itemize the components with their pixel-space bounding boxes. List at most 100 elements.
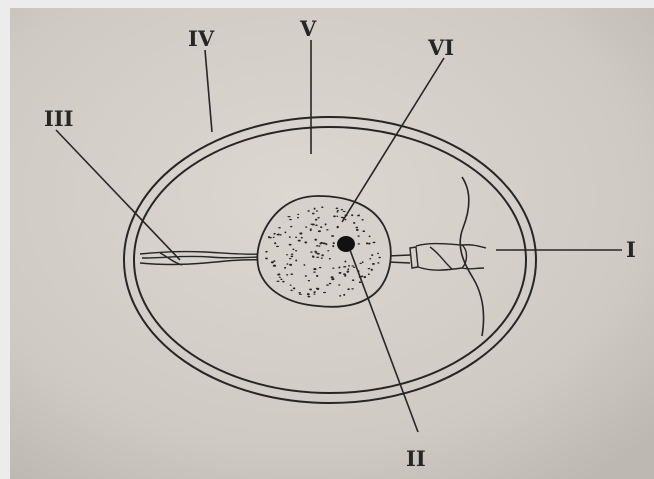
yolk-dot bbox=[338, 267, 340, 269]
yolk-dot bbox=[341, 209, 344, 210]
yolk-dot bbox=[331, 276, 334, 278]
yolk-dot bbox=[362, 261, 364, 263]
yolk-dot bbox=[351, 214, 353, 216]
yolk-dot bbox=[333, 242, 335, 244]
yolk-dot bbox=[312, 256, 314, 257]
yolk-dot bbox=[290, 284, 292, 285]
yolk-dot bbox=[332, 267, 334, 268]
yolk-dot bbox=[286, 263, 288, 265]
yolk-dot bbox=[353, 222, 355, 224]
yolk-dot bbox=[297, 217, 299, 219]
yolk-dot bbox=[310, 230, 312, 232]
yolk-dot bbox=[317, 217, 319, 219]
yolk-dot bbox=[313, 291, 316, 293]
yolk-dot bbox=[290, 226, 292, 227]
yolk-dot bbox=[318, 230, 321, 232]
yolk-dot bbox=[344, 261, 346, 263]
yolk-dot bbox=[284, 232, 286, 234]
yolk-dot bbox=[279, 277, 281, 278]
yolk-dot bbox=[369, 258, 371, 259]
label-III: III bbox=[44, 106, 73, 131]
yolk-dot bbox=[321, 257, 323, 258]
yolk-dot bbox=[331, 278, 334, 280]
yolk-dot bbox=[377, 262, 379, 264]
yolk-dot bbox=[299, 232, 302, 234]
yolk-dot bbox=[323, 292, 326, 293]
yolk-dot bbox=[295, 237, 297, 238]
yolk-dot bbox=[326, 284, 329, 285]
yolk-dot bbox=[339, 295, 341, 297]
yolk-dot bbox=[343, 211, 346, 212]
yolk-dot bbox=[291, 253, 294, 254]
yolk-dot bbox=[318, 245, 320, 246]
yolk-dot bbox=[276, 281, 279, 282]
yolk-dot bbox=[378, 257, 381, 259]
yolk-dot bbox=[371, 254, 373, 256]
yolk-dot bbox=[313, 293, 315, 294]
yolk-dot bbox=[371, 269, 373, 271]
yolk-dot bbox=[315, 219, 317, 221]
yolk-dot bbox=[282, 281, 285, 283]
yolk-dot bbox=[336, 216, 338, 217]
yolk-dot bbox=[273, 260, 275, 262]
yolk-dot bbox=[320, 242, 322, 244]
yolk-dot bbox=[369, 236, 371, 237]
yolk-dot bbox=[305, 226, 307, 227]
yolk-dot bbox=[368, 268, 371, 269]
label-VI: VI bbox=[427, 35, 454, 60]
yolk-dot bbox=[315, 225, 318, 227]
yolk-dot bbox=[348, 265, 350, 267]
yolk-dot bbox=[314, 239, 317, 241]
yolk-dot bbox=[297, 214, 299, 215]
yolk-dot bbox=[313, 268, 316, 270]
yolk-dot bbox=[320, 226, 322, 228]
yolk-dot bbox=[333, 215, 336, 217]
yolk-dot bbox=[368, 243, 371, 245]
yolk-dot bbox=[273, 233, 275, 235]
yolk-dot bbox=[308, 280, 310, 281]
yolk-dot bbox=[290, 273, 293, 275]
yolk-dot bbox=[313, 271, 316, 272]
yolk-dot bbox=[309, 288, 312, 290]
yolk-dot bbox=[278, 227, 281, 228]
yolk-dot bbox=[317, 253, 320, 255]
yolk-dot bbox=[316, 245, 318, 246]
yolk-dot bbox=[339, 272, 342, 274]
yolk-dot bbox=[341, 217, 344, 218]
yolk-dot bbox=[329, 283, 332, 285]
yolk-dot bbox=[317, 288, 319, 290]
yolk-dot bbox=[307, 210, 310, 211]
yolk-dot bbox=[358, 214, 360, 216]
yolk-dot bbox=[337, 210, 339, 211]
yolk-dot bbox=[307, 293, 310, 295]
yolk-dot bbox=[326, 229, 328, 230]
yolk-dot bbox=[358, 243, 361, 244]
yolk-dot bbox=[321, 206, 323, 208]
yolk-dot bbox=[336, 211, 338, 213]
yolk-dot bbox=[338, 284, 340, 285]
yolk-dot bbox=[289, 219, 292, 221]
yolk-dot bbox=[343, 266, 346, 268]
yolk-dot bbox=[293, 287, 295, 289]
yolk-dot bbox=[298, 292, 301, 294]
yolk-dot bbox=[331, 235, 334, 237]
yolk-dot bbox=[301, 237, 303, 239]
label-I: I bbox=[626, 237, 636, 262]
yolk-dot bbox=[278, 273, 281, 275]
yolk-dot bbox=[276, 246, 279, 247]
yolk-dot bbox=[319, 267, 322, 268]
yolk-dot bbox=[295, 260, 297, 262]
yolk-dot bbox=[368, 273, 370, 275]
yolk-dot bbox=[351, 265, 354, 266]
yolk-dot bbox=[274, 242, 276, 244]
yolk-dot bbox=[352, 279, 355, 281]
label-V: V bbox=[299, 16, 317, 41]
yolk-dot bbox=[289, 244, 292, 246]
yolk-dot bbox=[321, 254, 324, 256]
yolk-dot bbox=[280, 279, 282, 281]
yolk-dot bbox=[327, 250, 329, 251]
yolk-dot bbox=[289, 264, 292, 266]
yolk-dot bbox=[284, 267, 286, 269]
yolk-dot bbox=[314, 208, 316, 210]
